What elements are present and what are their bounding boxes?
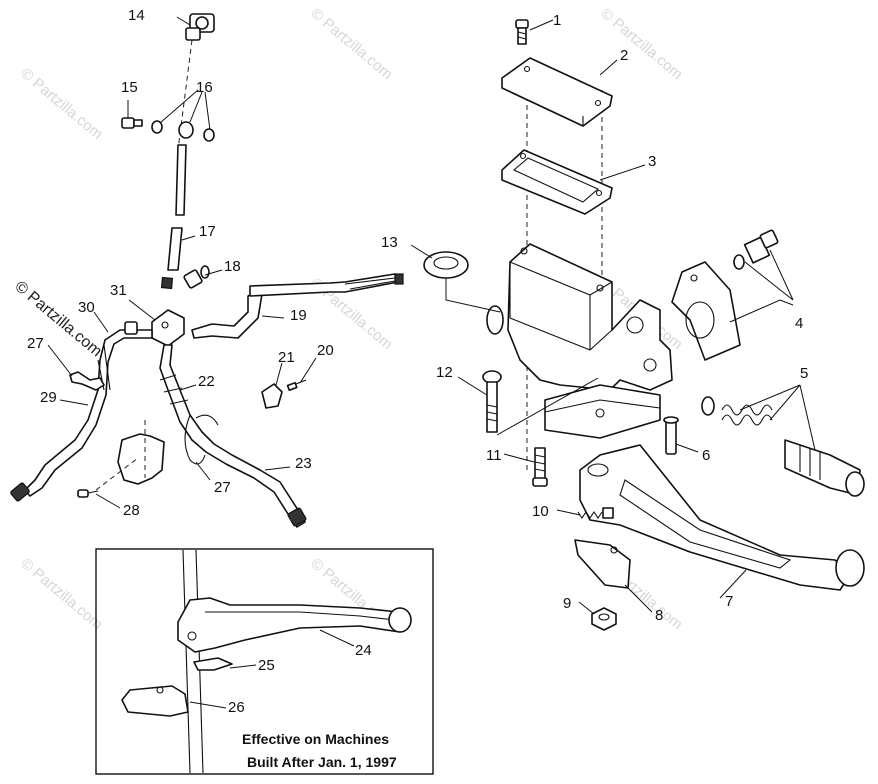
reservoir-diaphragm bbox=[501, 149, 613, 215]
cover-screw bbox=[515, 19, 529, 45]
inset-cam bbox=[121, 685, 189, 717]
piston-assembly bbox=[701, 396, 865, 497]
hose-clip bbox=[69, 371, 105, 391]
callout-24: 24 bbox=[355, 642, 372, 659]
watermark: © Partzilla.com bbox=[307, 5, 395, 83]
seal-ring bbox=[423, 251, 469, 279]
handlebar-clamp bbox=[671, 261, 741, 361]
junction-block bbox=[151, 309, 185, 347]
callout-labels: 1 2 3 4 5 6 7 8 9 10 11 12 13 14 15 16 1… bbox=[27, 7, 808, 624]
brake-cam bbox=[574, 539, 631, 589]
adjuster-screw bbox=[577, 507, 614, 519]
callout-12: 12 bbox=[436, 364, 453, 381]
callout-15: 15 bbox=[121, 79, 138, 96]
pivot-pin bbox=[663, 416, 679, 455]
reservoir-cover bbox=[501, 57, 613, 127]
inset-note-line1: Effective on Machines bbox=[242, 731, 389, 747]
callout-10: 10 bbox=[532, 503, 549, 520]
leader-lines bbox=[47, 16, 816, 615]
callout-27b: 27 bbox=[214, 479, 231, 496]
callout-8: 8 bbox=[655, 607, 663, 624]
callout-16: 16 bbox=[196, 79, 213, 96]
callout-31: 31 bbox=[110, 282, 127, 299]
left-brake-hose bbox=[10, 321, 153, 502]
callout-9: 9 bbox=[563, 595, 571, 612]
master-cylinder-assembly bbox=[423, 19, 865, 631]
callout-5: 5 bbox=[800, 365, 808, 382]
hose-guard-clip bbox=[184, 414, 219, 465]
callout-25: 25 bbox=[258, 657, 275, 674]
callout-21: 21 bbox=[278, 349, 295, 366]
callout-7: 7 bbox=[725, 593, 733, 610]
inset-spring-plate bbox=[193, 657, 233, 671]
inset-panel: 24 25 26 Effective on Machines Built Aft… bbox=[95, 548, 434, 775]
mounting-plate bbox=[95, 420, 165, 491]
callout-14: 14 bbox=[128, 7, 145, 24]
callout-6: 6 bbox=[702, 447, 710, 464]
right-brake-hose bbox=[191, 273, 404, 339]
callout-17: 17 bbox=[199, 223, 216, 240]
callout-20: 20 bbox=[317, 342, 334, 359]
callout-13: 13 bbox=[381, 234, 398, 251]
callout-3: 3 bbox=[648, 153, 656, 170]
mounting-bracket bbox=[544, 384, 661, 439]
callout-11: 11 bbox=[486, 447, 502, 464]
lower-bolt bbox=[532, 447, 548, 487]
inset-note-line2: Built After Jan. 1, 1997 bbox=[247, 754, 397, 770]
callout-26: 26 bbox=[228, 699, 245, 716]
callout-28: 28 bbox=[123, 502, 140, 519]
callout-2: 2 bbox=[620, 47, 628, 64]
brake-line-assembly bbox=[10, 13, 404, 528]
line-fitting bbox=[185, 13, 215, 41]
hose-fitting bbox=[183, 265, 210, 289]
callout-4: 4 bbox=[795, 315, 803, 332]
callout-23: 23 bbox=[295, 455, 312, 472]
watermark: © Partzilla.com bbox=[17, 65, 105, 143]
callout-30: 30 bbox=[78, 299, 95, 316]
watermark: © Partzilla.com bbox=[597, 5, 685, 83]
callout-1: 1 bbox=[553, 12, 561, 29]
callout-29: 29 bbox=[40, 389, 57, 406]
side-watermark: © Partzilla.com bbox=[11, 278, 105, 360]
watermark: © Partzilla.com bbox=[17, 555, 105, 633]
lower-brake-hose bbox=[159, 344, 307, 528]
crush-washers bbox=[151, 120, 215, 142]
lever-nut bbox=[591, 607, 617, 631]
plate-screw bbox=[77, 489, 99, 498]
mounting-bolt bbox=[482, 370, 502, 433]
banjo-bolt bbox=[121, 117, 143, 129]
callout-22: 22 bbox=[198, 373, 215, 390]
clamp-bolt bbox=[733, 229, 779, 270]
callout-27a: 27 bbox=[27, 335, 44, 352]
callout-19: 19 bbox=[290, 307, 307, 324]
upper-brake-hose bbox=[160, 144, 187, 290]
hose-retainer bbox=[261, 383, 283, 409]
callout-18: 18 bbox=[224, 258, 241, 275]
retainer-screw bbox=[286, 379, 307, 391]
